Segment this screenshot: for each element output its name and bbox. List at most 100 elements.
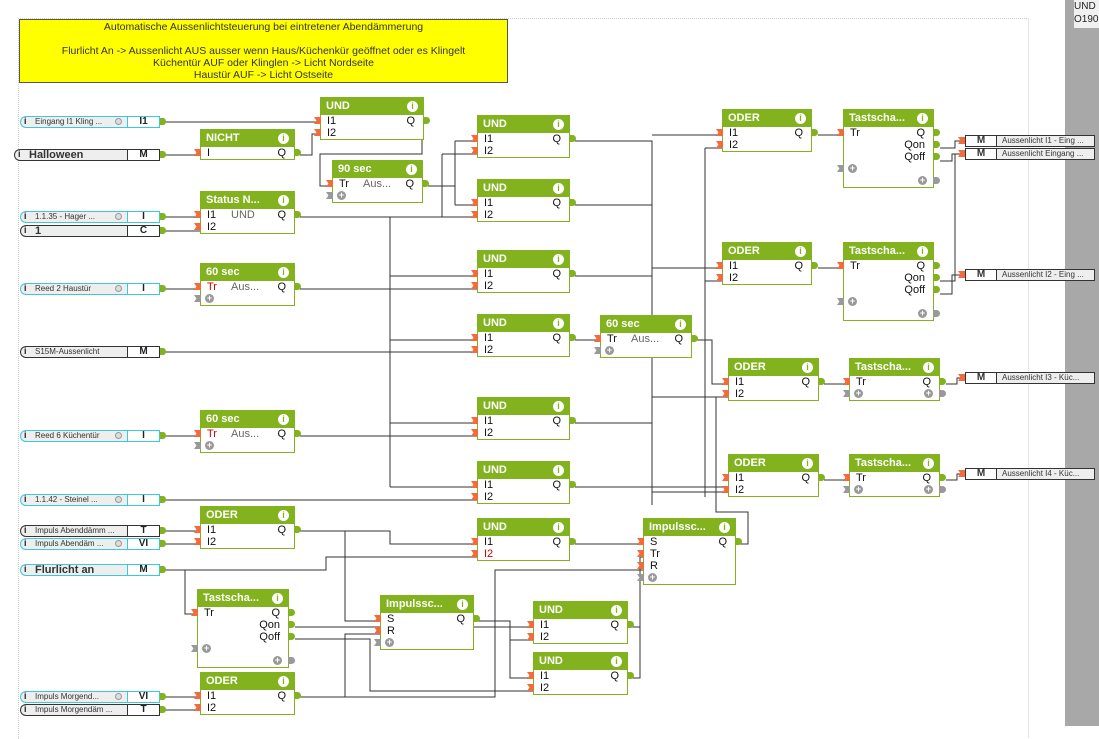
add-output-pin[interactable] [939,390,946,397]
input-pin[interactable] [958,271,965,278]
input-pin[interactable] [374,615,381,622]
input-pin[interactable] [471,282,478,289]
input-pin[interactable] [527,633,534,640]
info-icon[interactable]: i [553,522,564,533]
add-input-icon[interactable]: + [202,643,211,653]
input-pin[interactable] [471,493,478,500]
output-pin[interactable] [288,633,295,640]
input-pin[interactable] [471,417,478,424]
info-icon[interactable]: i [24,211,27,221]
output-pin[interactable] [423,117,430,124]
input-pin[interactable] [471,429,478,436]
input-pin[interactable] [527,672,534,679]
output-pin[interactable] [811,129,818,136]
output-pin[interactable] [473,615,480,622]
info-icon[interactable]: i [923,362,934,373]
add-input-pin[interactable] [594,347,601,354]
add-output-icon[interactable]: + [918,175,927,185]
info-icon[interactable]: i [406,164,417,175]
output-pin[interactable] [933,286,940,293]
input-pin[interactable] [637,562,644,569]
input-pin[interactable] [594,335,601,342]
output-pin[interactable] [294,211,301,218]
output-pin[interactable] [160,227,166,234]
input-pin[interactable] [837,262,844,269]
info-icon[interactable]: i [795,246,806,257]
add-input-pin[interactable] [374,639,381,646]
info-icon[interactable]: i [24,564,27,574]
input-pin[interactable] [194,149,201,156]
info-icon[interactable]: i [923,458,934,469]
input-pin[interactable] [326,180,333,187]
input-pin[interactable] [958,137,965,144]
output-pin[interactable] [288,609,295,616]
input-pin[interactable] [471,199,478,206]
input-pin[interactable] [471,550,478,557]
add-input-icon[interactable]: + [648,572,657,582]
input-pin[interactable] [471,334,478,341]
input-pin[interactable] [194,692,201,699]
info-icon[interactable]: i [278,267,289,278]
input-pin[interactable] [314,129,321,136]
info-icon[interactable]: i [719,522,730,533]
add-input-icon[interactable]: + [337,190,346,200]
output-pin[interactable] [811,262,818,269]
output-pin[interactable] [933,141,940,148]
output-pin[interactable] [627,672,634,679]
input-pin[interactable] [958,374,965,381]
output-pin[interactable] [160,693,166,700]
add-output-pin[interactable] [933,177,940,184]
input-pin[interactable] [722,390,729,397]
input-pin[interactable] [716,274,723,281]
add-output-pin[interactable] [288,657,295,664]
input-pin[interactable] [194,211,201,218]
output-pin[interactable] [939,378,946,385]
output-pin[interactable] [160,432,166,439]
input-pin[interactable] [716,262,723,269]
add-input-icon[interactable]: + [848,296,857,306]
info-icon[interactable]: i [24,704,27,714]
output-pin[interactable] [569,481,576,488]
add-input-pin[interactable] [194,442,201,449]
add-input-pin[interactable] [191,645,198,652]
input-pin[interactable] [527,621,534,628]
info-icon[interactable]: i [802,362,813,373]
output-pin[interactable] [818,474,825,481]
output-pin[interactable] [627,621,634,628]
info-icon[interactable]: i [611,656,622,667]
output-pin[interactable] [160,348,166,355]
info-icon[interactable]: i [24,116,27,126]
info-icon[interactable]: i [24,538,27,548]
output-pin[interactable] [160,706,166,713]
info-icon[interactable]: i [917,113,928,124]
input-pin[interactable] [637,538,644,545]
output-pin[interactable] [160,496,166,503]
input-pin[interactable] [722,474,729,481]
add-output-icon[interactable]: + [924,388,933,398]
input-pin[interactable] [194,538,201,545]
add-input-icon[interactable]: + [605,345,614,355]
input-pin[interactable] [843,378,850,385]
output-pin[interactable] [160,566,166,573]
info-icon[interactable]: i [553,401,564,412]
output-pin[interactable] [294,283,301,290]
output-pin[interactable] [294,692,301,699]
input-pin[interactable] [837,129,844,136]
add-input-icon[interactable]: + [848,163,857,173]
